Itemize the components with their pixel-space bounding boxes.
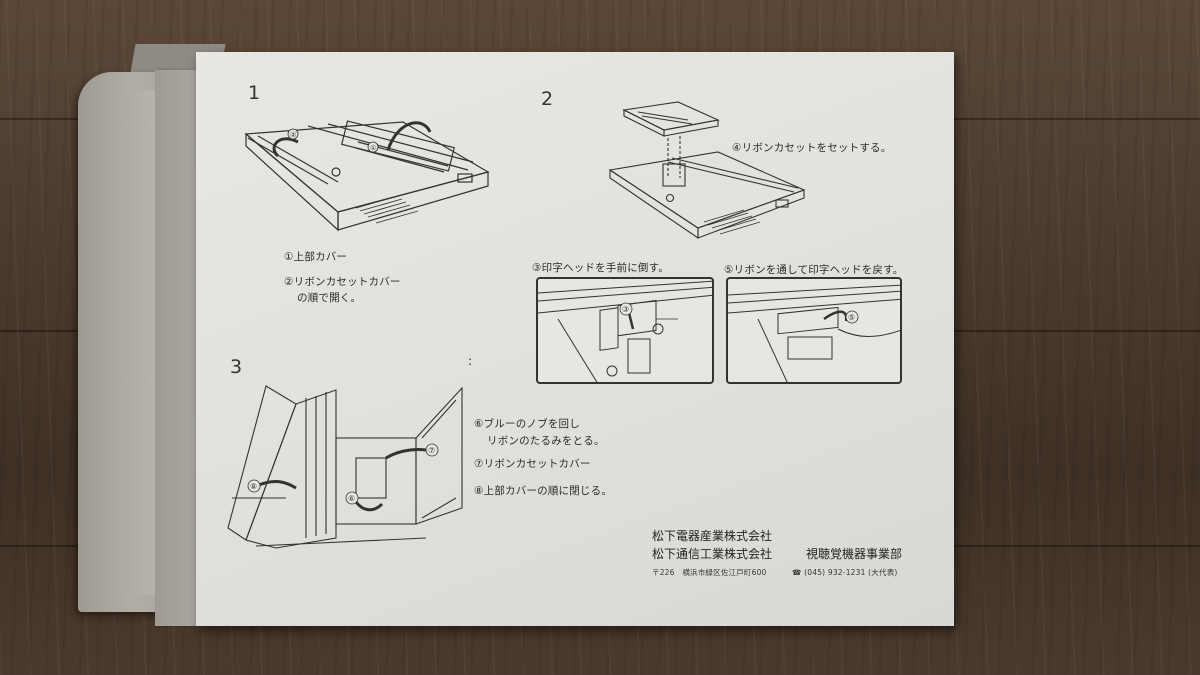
- company-name-1: 松下電器産業株式会社: [652, 529, 773, 543]
- detail-box-return-head: ⑤: [726, 277, 902, 384]
- step-number-2: 2: [541, 88, 554, 110]
- label-7: ⑦: [428, 446, 435, 455]
- step3-caption-close-order: ⑧上部カバーの順に閉じる。: [474, 485, 613, 497]
- step1-printer-illustration: ② ①: [244, 120, 490, 232]
- company-address: 〒226 横浜市緑区佐江戸町600: [652, 568, 767, 577]
- step2-caption-return-head: ⑤リボンを通して印字ヘッドを戻す。: [724, 264, 904, 276]
- company-phone: ☎ (045) 932-1231 (大代表): [792, 568, 898, 577]
- label-2: ②: [290, 131, 296, 139]
- step2-cassette-illustration: [608, 101, 806, 240]
- instruction-card: 1 2 3: [196, 52, 954, 626]
- step1-caption-cassette-cover: ②リボンカセットカバー: [284, 276, 401, 288]
- step1-caption-top-cover: ①上部カバー: [284, 251, 348, 263]
- step3-caption-blue-knob: ⑥ブルーのノブを回し: [474, 418, 580, 430]
- step2-caption-set-cassette: ④リボンカセットをセットする。: [732, 142, 892, 154]
- step3-closing-illustration: ⑧ ⑦ ⑥: [227, 385, 463, 549]
- step2-caption-tilt-head: ③印字ヘッドを手前に倒す。: [532, 262, 669, 274]
- label-5: ⑤: [848, 313, 855, 322]
- step3-caption-cassette-cover: ⑦リボンカセットカバー: [474, 458, 591, 470]
- step3-caption-remove-slack: リボンのたるみをとる。: [487, 435, 605, 447]
- box-inner-flap: [100, 90, 162, 595]
- label-8: ⑧: [250, 482, 257, 491]
- label-3: ③: [622, 305, 629, 314]
- step-number-3: 3: [230, 356, 243, 378]
- label-1: ①: [370, 144, 376, 152]
- step1-caption-open-order: の順で開く。: [297, 292, 362, 304]
- step-number-1: 1: [248, 82, 261, 104]
- decorative-colon: :: [468, 354, 473, 368]
- label-6: ⑥: [348, 494, 355, 503]
- company-name-2: 松下通信工業株式会社: [652, 547, 773, 561]
- division-name: 視聴覚機器事業部: [806, 547, 903, 561]
- detail-box-tilt-head: ③: [536, 277, 714, 384]
- box-side-strip: [155, 70, 203, 626]
